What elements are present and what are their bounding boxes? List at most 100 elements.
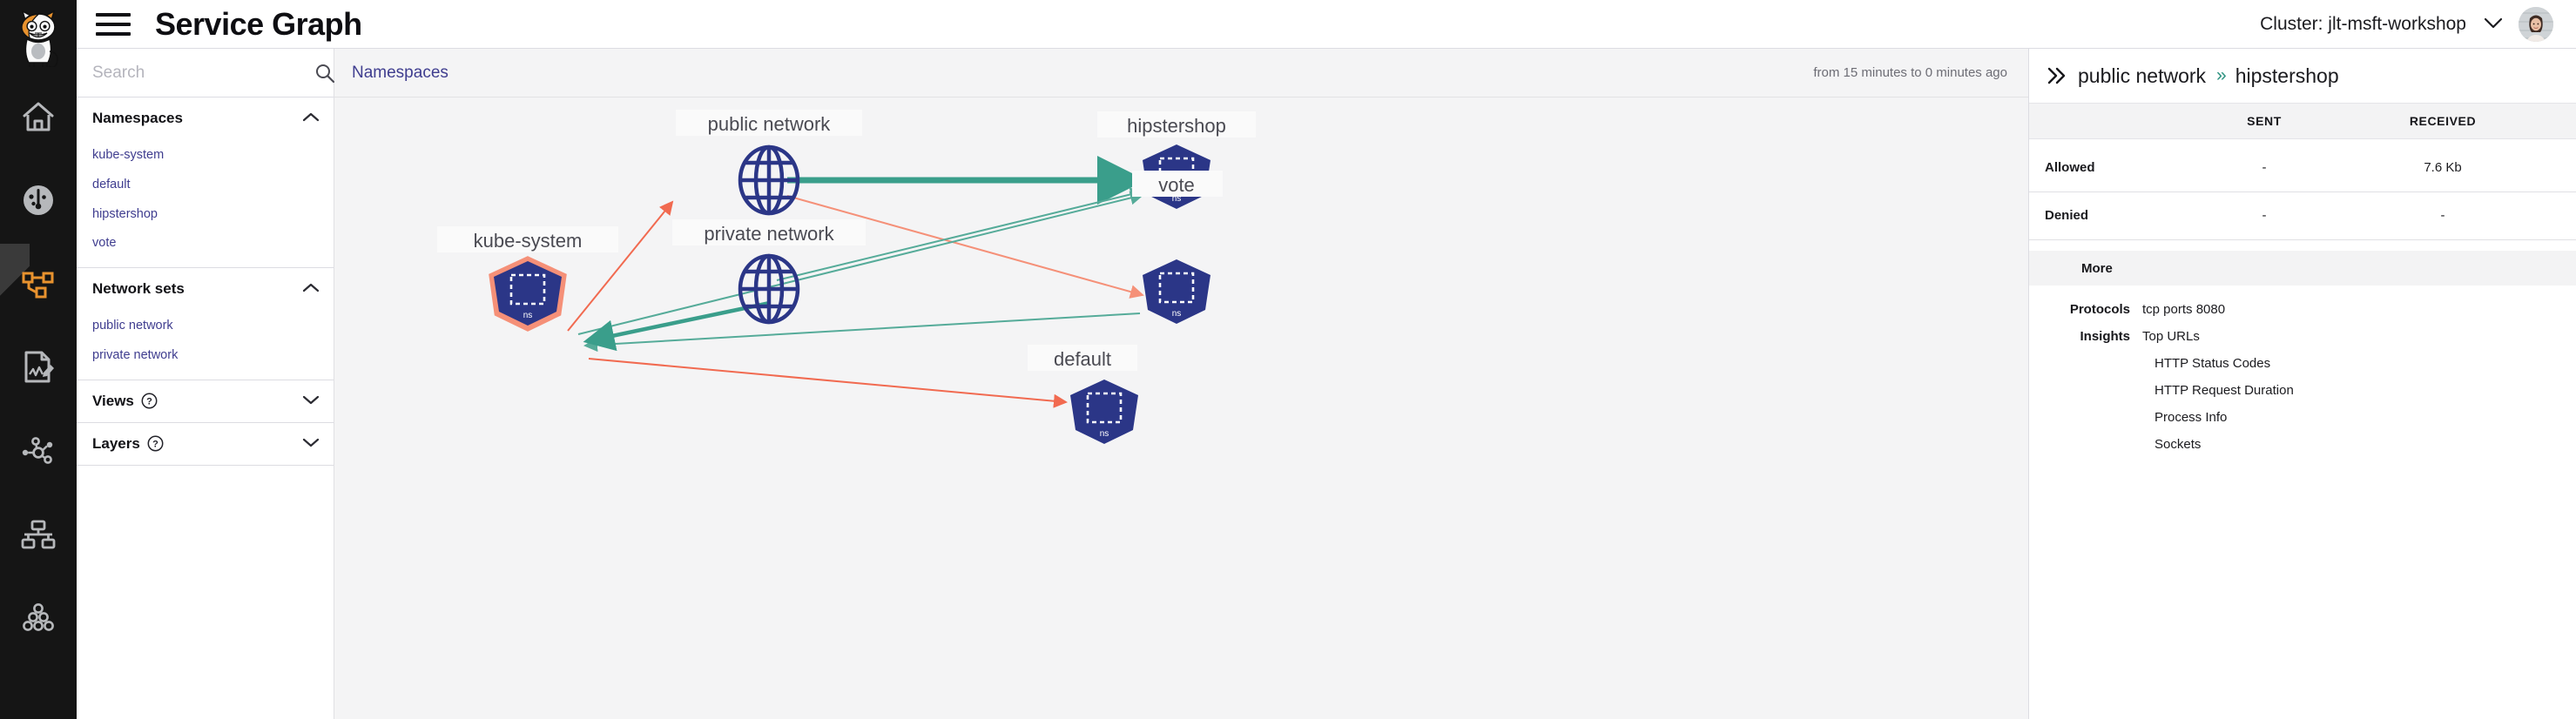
namespace-dashed-square <box>1086 392 1123 424</box>
double-chevron-right-icon[interactable] <box>2045 65 2067 86</box>
node-kube-system[interactable]: kube-system ns <box>437 226 618 332</box>
stats-col-received: RECEIVED <box>2409 114 2477 128</box>
top-header-right: Cluster: jlt-msft-workshop <box>2260 6 2553 42</box>
dashboard-gauge-icon <box>22 184 55 221</box>
sidebar-item-policies[interactable] <box>0 327 77 411</box>
help-icon[interactable]: ? <box>147 435 164 452</box>
row-sent-denied: - <box>2262 207 2267 223</box>
edge-private-network-hipstershop[interactable] <box>776 187 1144 281</box>
node-label: private network <box>704 223 834 245</box>
section-header-views[interactable]: Views ? <box>77 380 334 422</box>
denied-highlight-ring <box>489 256 567 332</box>
section-title-layers: Layers <box>92 434 140 452</box>
canvas-toolbar: Namespaces from 15 minutes to 0 minutes … <box>334 49 2028 97</box>
chevron-up-icon <box>302 280 320 298</box>
calico-cat-logo[interactable] <box>0 0 77 77</box>
sidebar-item-public-network[interactable]: public network <box>92 319 173 333</box>
edge-kube-system-hipstershop[interactable] <box>577 191 1144 335</box>
insight-sockets[interactable]: Sockets <box>2155 437 2202 452</box>
insight-process-info[interactable]: Process Info <box>2155 410 2228 425</box>
breadcrumb-source[interactable]: public network <box>2078 64 2207 87</box>
service-graph-canvas[interactable]: Namespaces from 15 minutes to 0 minutes … <box>334 0 2029 719</box>
edge-public-network-vote[interactable] <box>786 195 1144 299</box>
edge-private-network-kube-system[interactable] <box>583 300 771 352</box>
sidebar-item-cluster-nodes[interactable] <box>0 578 77 662</box>
sidebar-item-kube-system[interactable]: kube-system <box>92 148 165 162</box>
row-received-allowed: 7.6 Kb <box>2424 159 2462 175</box>
ns-badge: ns <box>1172 194 1182 204</box>
search-input[interactable] <box>92 63 306 83</box>
node-label: default <box>1054 348 1111 370</box>
sidebar-item-dashboard[interactable] <box>0 160 77 244</box>
protocols-value: tcp ports 8080 <box>2142 302 2226 317</box>
divider <box>77 421 334 423</box>
sidebar-item-sitemap[interactable] <box>0 494 77 578</box>
section-header-namespaces[interactable]: Namespaces <box>77 97 334 139</box>
section-title-network-sets: Network sets <box>92 280 185 297</box>
search-icon[interactable] <box>314 63 335 84</box>
avatar[interactable] <box>2519 6 2553 42</box>
insight-top-urls[interactable]: Top URLs <box>2142 329 2200 344</box>
section-title-views: Views <box>92 392 134 409</box>
sidebar-item-default[interactable]: default <box>92 177 131 192</box>
protocols-row: Protocols tcp ports 8080 <box>2029 296 2576 323</box>
row-label-denied: Denied <box>2045 207 2089 223</box>
breadcrumb[interactable]: Namespaces <box>352 63 448 82</box>
table-row: Allowed - 7.6 Kb <box>2029 150 2576 185</box>
edge-vote-kube-system[interactable] <box>583 312 1141 353</box>
sidebar-item-private-network[interactable]: private network <box>92 347 179 362</box>
sidebar-item-network-nodes[interactable] <box>0 411 77 494</box>
home-icon <box>22 101 55 137</box>
sidebar-item-home[interactable] <box>0 77 77 160</box>
filter-panel: Namespaces kube-system default hipstersh… <box>77 0 363 719</box>
node-label: kube-system <box>474 230 583 252</box>
node-public-network[interactable]: public network <box>676 110 862 216</box>
node-label: vote <box>1158 174 1195 196</box>
node-private-network[interactable]: private network <box>672 219 866 325</box>
help-icon[interactable]: ? <box>141 393 158 409</box>
section-header-layers[interactable]: Layers ? <box>77 423 334 465</box>
breadcrumb-target[interactable]: hipstershop <box>2235 64 2339 87</box>
row-sent-allowed: - <box>2262 159 2267 175</box>
section-body-network-sets: public network private network <box>77 310 334 380</box>
detail-panel: public network » hipstershop SENT RECEIV… <box>2029 0 2576 719</box>
edge-kube-system-default[interactable] <box>588 358 1068 408</box>
svg-text:?: ? <box>152 440 158 450</box>
namespace-dashed-square <box>1158 272 1195 304</box>
hamburger-icon[interactable] <box>96 12 131 36</box>
ns-badge: ns <box>1100 429 1109 439</box>
chevron-down-icon <box>302 393 320 410</box>
divider <box>77 464 334 466</box>
service-graph-icon <box>21 267 56 305</box>
divider <box>2029 239 2576 240</box>
graph-svg[interactable]: public network private network hip <box>334 97 2029 719</box>
time-range-label: from 15 minutes to 0 minutes ago <box>1813 65 2007 80</box>
insights-label: Insights <box>2080 329 2130 344</box>
graph-edges <box>567 156 1146 408</box>
section-body-namespaces: kube-system default hipstershop vote <box>77 139 334 267</box>
sidebar-item-hipstershop[interactable]: hipstershop <box>92 206 158 221</box>
row-received-denied: - <box>2440 207 2445 223</box>
section-header-network-sets[interactable]: Network sets <box>77 268 334 310</box>
node-default[interactable]: default ns <box>1028 345 1138 444</box>
breadcrumb-arrow-icon: » <box>2216 65 2227 85</box>
edge-kube-system-public-network[interactable] <box>567 200 674 332</box>
sidebar-item-vote[interactable]: vote <box>92 236 117 251</box>
protocols-label: Protocols <box>2069 302 2130 317</box>
section-title-namespaces: Namespaces <box>92 110 183 126</box>
sidebar-item-service-graph[interactable] <box>0 244 77 327</box>
more-section-header[interactable]: More <box>2029 251 2576 286</box>
cluster-selector-label: Cluster: jlt-msft-workshop <box>2260 13 2466 34</box>
sitemap-icon <box>20 520 57 554</box>
cluster-nodes-icon <box>20 602 57 637</box>
node-label: hipstershop <box>1127 115 1226 137</box>
globe-icon <box>738 253 800 325</box>
node-vote[interactable]: vote ns <box>1132 171 1223 324</box>
cluster-selector[interactable]: Cluster: jlt-msft-workshop <box>2260 14 2503 35</box>
globe-icon <box>738 144 800 216</box>
insight-http-request-duration[interactable]: HTTP Request Duration <box>2155 383 2294 398</box>
insight-http-status-codes[interactable]: HTTP Status Codes <box>2155 356 2271 371</box>
divider <box>77 267 334 268</box>
stats-table-header: SENT RECEIVED <box>2029 103 2576 139</box>
